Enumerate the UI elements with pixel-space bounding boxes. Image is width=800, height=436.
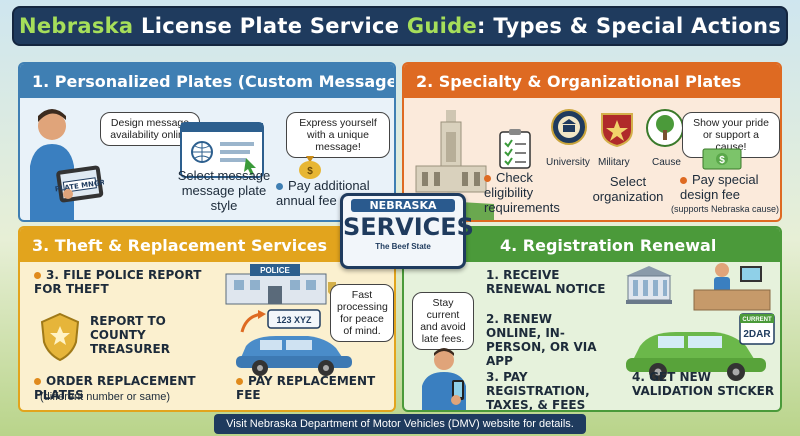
- title-part4: : Types & Special Actions: [477, 14, 782, 38]
- validation-sticker-text: 4. Get New Validation Sticker: [632, 370, 775, 398]
- renewal-notice-text: 1. Receive Renewal Notice: [486, 268, 606, 296]
- footer-note: Visit Nebraska Department of Motor Vehic…: [214, 414, 586, 434]
- order-note-text: (different number or same): [40, 391, 171, 403]
- express-yourself-bubble: Express yourself with a unique message!: [286, 112, 390, 158]
- checklist-icon: [499, 129, 531, 169]
- show-pride-bubble: Show your pride or support a cause!: [682, 112, 780, 158]
- bullet-dot: [680, 177, 687, 185]
- money-bill-icon: $: [702, 148, 742, 170]
- pay-replacement-fee-text: Pay Replacement Fee: [236, 374, 376, 402]
- sticker-top-text: CURRENT: [742, 317, 772, 323]
- title-part2: License Plate Service: [141, 14, 400, 38]
- pay-registration-text: 3. Pay Registration, Taxes, & Fees: [486, 370, 590, 412]
- theft-replacement-panel: 3. Theft & Replacement Services 3. File …: [18, 226, 396, 412]
- title-part1: Nebraska: [18, 14, 134, 38]
- title-part3: Guide: [406, 14, 478, 38]
- svg-text:$: $: [307, 166, 313, 177]
- bullet-dot: [236, 378, 243, 385]
- plate-slogan: The Beef State: [375, 242, 431, 251]
- cause-tree-icon: [646, 109, 684, 147]
- police-badge-icon: [40, 312, 80, 362]
- military-label: Military: [598, 157, 630, 168]
- panel-header: 3. Theft & Replacement Services: [20, 228, 394, 262]
- pay-design-fee-text: Pay special design fee: [680, 172, 759, 202]
- report-county-treasurer-text: Report to County Treasurer: [90, 314, 170, 356]
- stay-current-bubble: Stay current and avoid late fees.: [412, 292, 474, 350]
- car-with-sticker-icon: CURRENT 2DAR: [626, 313, 775, 381]
- specialty-plates-panel: 2. Specialty & Organizational Plates Che…: [402, 62, 782, 222]
- sticker-main-text: 2DAR: [743, 329, 771, 340]
- order-replacement-text: Order Replacement Plates: [34, 374, 196, 402]
- fast-processing-bubble: Fast processing for peace of mind.: [330, 284, 394, 342]
- browser-window-icon: [180, 122, 264, 178]
- personalized-plates-panel: 1. Personalized Plates (Custom Messages)…: [18, 62, 396, 222]
- panel-header: 1. Personalized Plates (Custom Messages): [20, 64, 394, 98]
- government-building-icon: [626, 266, 672, 304]
- bullet-dot: [484, 175, 491, 183]
- university-label: University: [546, 157, 590, 168]
- person-with-phone-icon: [422, 348, 466, 410]
- check-eligibility-text: Check eligibility requirements: [484, 170, 560, 215]
- plate-main-text: SERVICES: [343, 213, 474, 241]
- select-organization-text: Select organization: [592, 174, 664, 204]
- select-style-text: Select message message plate style: [177, 168, 271, 213]
- panel-header: 4. Registration Renewal: [404, 228, 780, 262]
- police-sign-text: POLICE: [260, 266, 290, 275]
- replacement-car-icon: 123 XYZ: [236, 309, 352, 376]
- bullet-dot: [34, 272, 41, 279]
- bullet-dot: [34, 378, 41, 385]
- center-license-plate: NEBRASKA SERVICES The Beef State: [340, 193, 474, 269]
- university-seal-icon: [551, 109, 587, 145]
- replacement-plate-text: 123 XYZ: [276, 315, 312, 325]
- person-with-tablet-icon: PLATE MNGR: [30, 109, 104, 220]
- panel-header: 2. Specialty & Organizational Plates: [404, 64, 780, 98]
- renew-online-text: 2. Renew Online, In-Person, or via App: [486, 312, 597, 368]
- file-police-report-text: 3. File Police Report for Theft: [34, 268, 202, 296]
- plate-state: NEBRASKA: [351, 199, 455, 212]
- money-bag-icon: $: [299, 156, 321, 179]
- page-title: Nebraska License Plate Service Guide: Ty…: [12, 6, 788, 46]
- cause-label: Cause: [652, 157, 681, 168]
- pay-annual-fee-text: Pay additional annual fee: [276, 178, 370, 208]
- military-badge-icon: [601, 113, 633, 148]
- police-station-icon: POLICE: [225, 264, 336, 305]
- pay-note-text: (supports Nebraska cause): [670, 204, 780, 214]
- service-desk-icon: [693, 263, 771, 311]
- bullet-dot: [276, 183, 283, 191]
- svg-text:$: $: [719, 155, 725, 166]
